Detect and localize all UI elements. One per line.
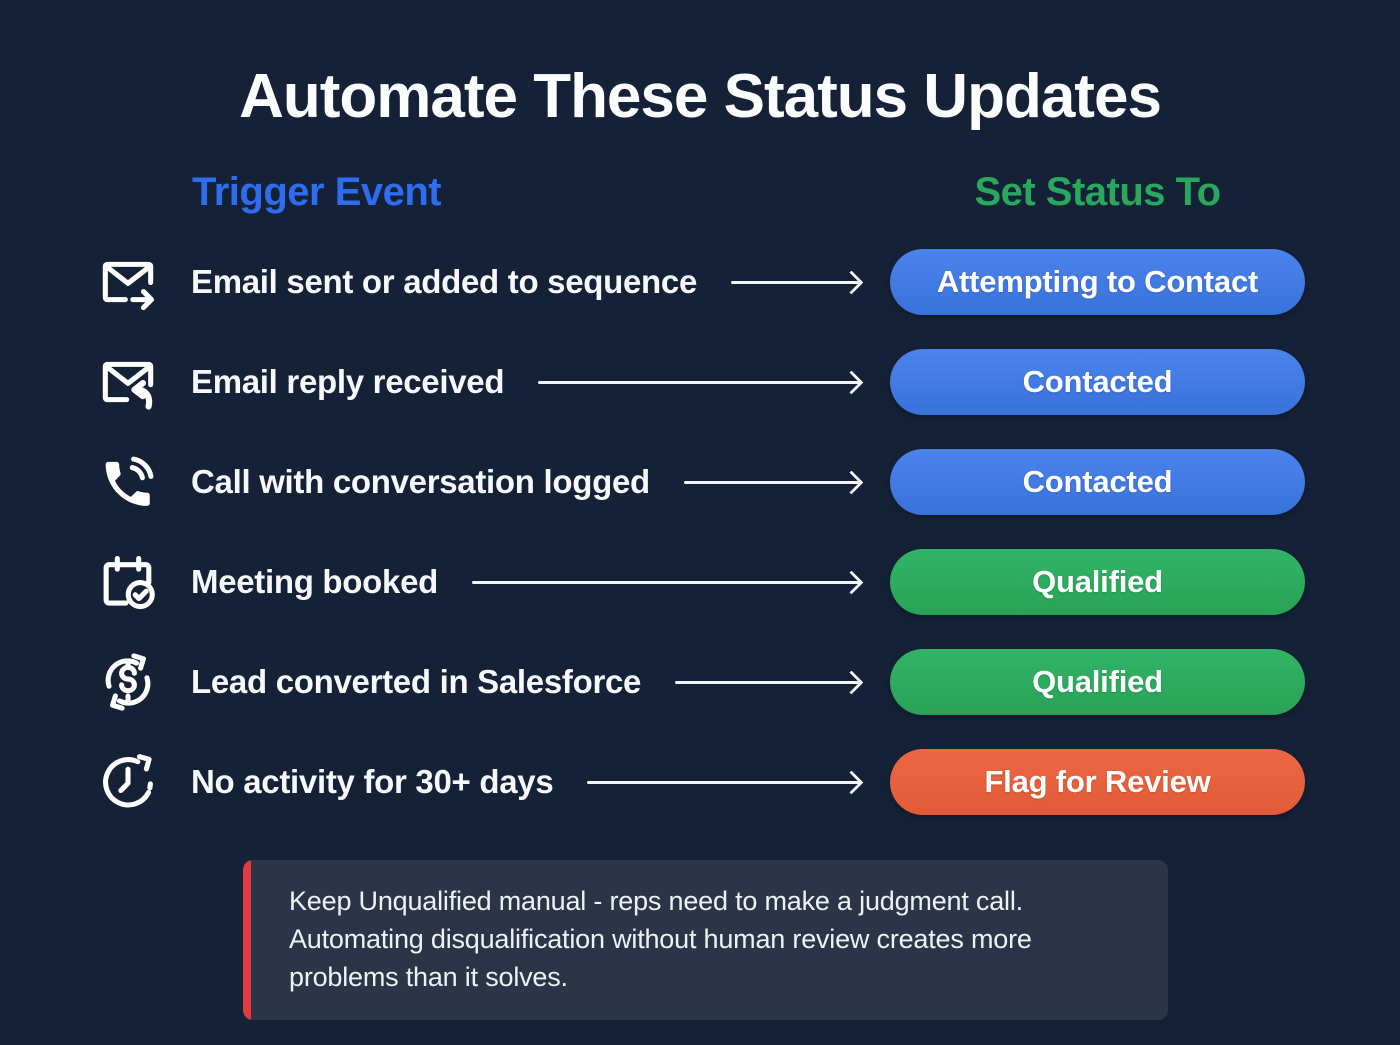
currency-sync-icon [95, 649, 161, 715]
trigger-event-label: Call with conversation logged [191, 463, 650, 500]
table-row: Email reply received Contacted [0, 332, 1400, 432]
status-badge: Contacted [890, 449, 1305, 515]
status-badge: Contacted [890, 349, 1305, 415]
arrow-icon [538, 380, 860, 384]
note-text: Keep Unqualified manual - reps need to m… [289, 886, 1032, 992]
arrow-icon [683, 480, 860, 484]
arrow-icon [731, 280, 860, 284]
table-row: Email sent or added to sequence Attempti… [0, 232, 1400, 332]
trigger-column-header: Trigger Event [192, 170, 442, 214]
arrow-icon [675, 680, 860, 684]
mapping-rows: Email sent or added to sequence Attempti… [0, 232, 1400, 832]
table-row: Lead converted in Salesforce Qualified [0, 632, 1400, 732]
table-row: Meeting booked Qualified [0, 532, 1400, 632]
column-headers: Trigger Event Set Status To [0, 170, 1400, 220]
status-column-header: Set Status To [974, 170, 1221, 214]
arrow-icon [587, 780, 860, 784]
table-row: Call with conversation logged Contacted [0, 432, 1400, 532]
trigger-event-label: Email sent or added to sequence [191, 263, 698, 300]
status-badge: Qualified [890, 649, 1305, 715]
page-title: Automate These Status Updates [239, 62, 1162, 131]
email-reply-icon [95, 349, 161, 415]
note-accent-bar [243, 860, 251, 1020]
arrow-icon [471, 580, 860, 584]
table-row: No activity for 30+ days Flag for Review [0, 732, 1400, 832]
trigger-event-label: No activity for 30+ days [191, 763, 554, 800]
calendar-check-icon [95, 549, 161, 615]
phone-call-icon [95, 449, 161, 515]
status-badge: Attempting to Contact [890, 249, 1305, 315]
status-badge: Flag for Review [890, 749, 1305, 815]
trigger-event-label: Lead converted in Salesforce [191, 663, 642, 700]
trigger-event-label: Meeting booked [191, 563, 438, 600]
trigger-event-label: Email reply received [191, 363, 505, 400]
email-sent-icon [95, 249, 161, 315]
warning-note: Keep Unqualified manual - reps need to m… [243, 860, 1168, 1020]
clock-history-icon [95, 749, 161, 815]
status-badge: Qualified [890, 549, 1305, 615]
